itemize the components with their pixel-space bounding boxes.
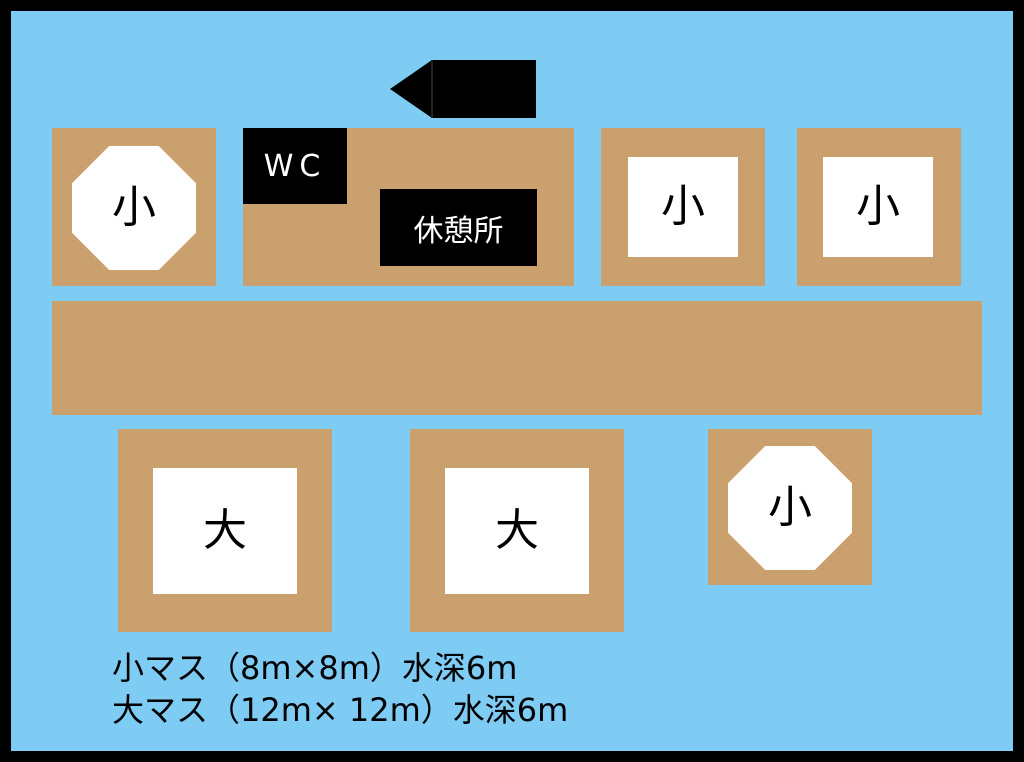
rest-area-label: 休憩所	[413, 213, 504, 249]
small-pen-label: 小	[856, 181, 900, 232]
legend-small-pen: 小マス（8m×8m）水深6m	[112, 649, 518, 687]
wc-label: WC	[263, 148, 327, 184]
small-pen-octagon-top-left: 小	[72, 146, 196, 270]
left-arrow-icon	[390, 60, 536, 118]
small-pen-label: 小	[661, 181, 705, 232]
wc-facility: WC	[243, 128, 347, 204]
large-pen-2: 大	[445, 468, 589, 594]
rest-area: 休憩所	[380, 189, 537, 266]
small-pen-square-top-2: 小	[823, 157, 933, 257]
large-pen-1: 大	[153, 468, 297, 594]
small-pen-label: 小	[768, 482, 812, 533]
large-pen-label: 大	[203, 505, 247, 556]
large-pen-label: 大	[495, 505, 539, 556]
small-pen-square-top-1: 小	[628, 157, 738, 257]
small-pen-octagon-bottom-right: 小	[728, 446, 852, 570]
legend-large-pen: 大マス（12m× 12m）水深6m	[112, 691, 569, 729]
main-walkway	[52, 301, 982, 415]
small-pen-label: 小	[112, 182, 156, 233]
